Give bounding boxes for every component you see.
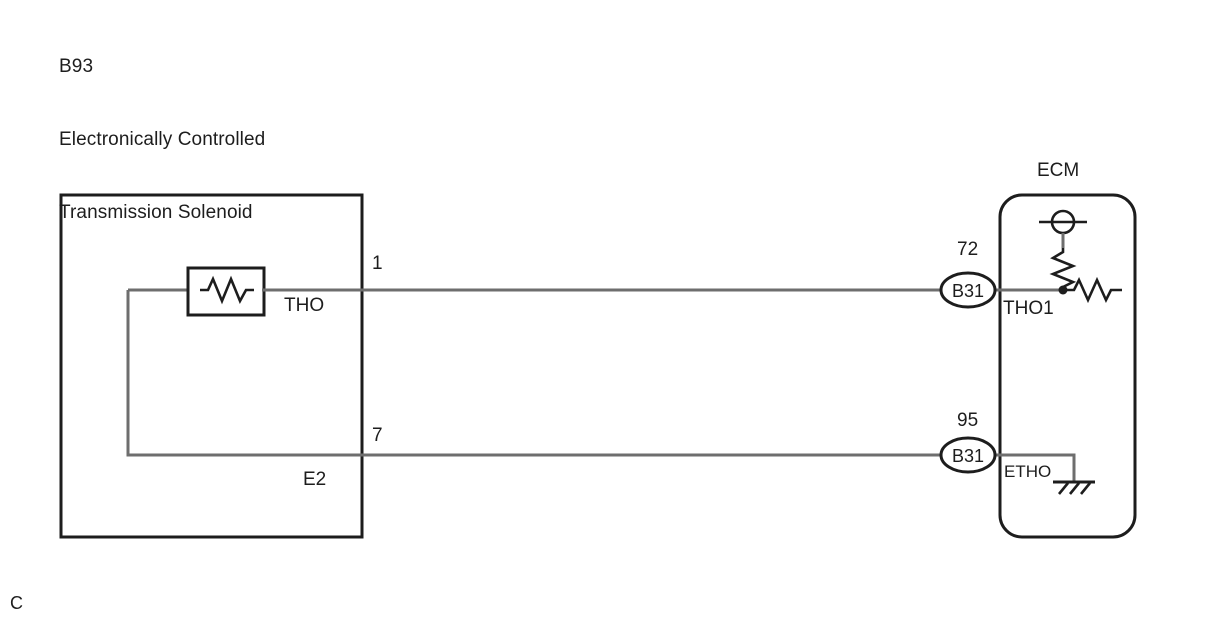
- left-terminal-label-e2: E2: [303, 469, 327, 490]
- left-terminal-label-tho: THO: [284, 295, 325, 316]
- left-component-box: [59, 193, 364, 539]
- left-internal-wire: [126, 290, 362, 457]
- connector-label-upper: B31: [952, 281, 984, 301]
- component-code: B93: [59, 55, 94, 77]
- pullup-resistor-icon: [1049, 248, 1077, 290]
- ecm-terminal-label-etho: ETHO: [1004, 462, 1052, 481]
- connector-label-lower: B31: [952, 446, 984, 466]
- component-name-line-1: Electronically Controlled: [59, 128, 266, 150]
- thermistor-zigzag-icon: [200, 275, 254, 305]
- ecm-terminal-label-tho1: THO1: [1003, 298, 1054, 319]
- ecm-box: [998, 193, 1137, 539]
- pin-number-7: 7: [372, 425, 383, 446]
- connector-oval-lower[interactable]: [939, 436, 997, 474]
- ground-hatch-1-icon: [1057, 482, 1070, 495]
- connector-oval-upper[interactable]: [939, 271, 997, 309]
- component-title-block: B93 Electronically Controlled Transmissi…: [59, 6, 265, 273]
- pin-number-1: 1: [372, 253, 383, 274]
- footer-marker: C: [10, 593, 23, 613]
- ground-hatch-3-icon: [1079, 482, 1092, 495]
- etho-ground-wire: [1000, 453, 1076, 482]
- connector-pin-number-72: 72: [957, 239, 979, 260]
- component-name-line-2: Transmission Solenoid: [59, 201, 253, 223]
- connector-pin-number-95: 95: [957, 410, 979, 431]
- ground-hatch-2-icon: [1068, 482, 1081, 495]
- ecm-title: ECM: [1037, 160, 1080, 181]
- internal-series-resistor-icon: [1063, 276, 1122, 304]
